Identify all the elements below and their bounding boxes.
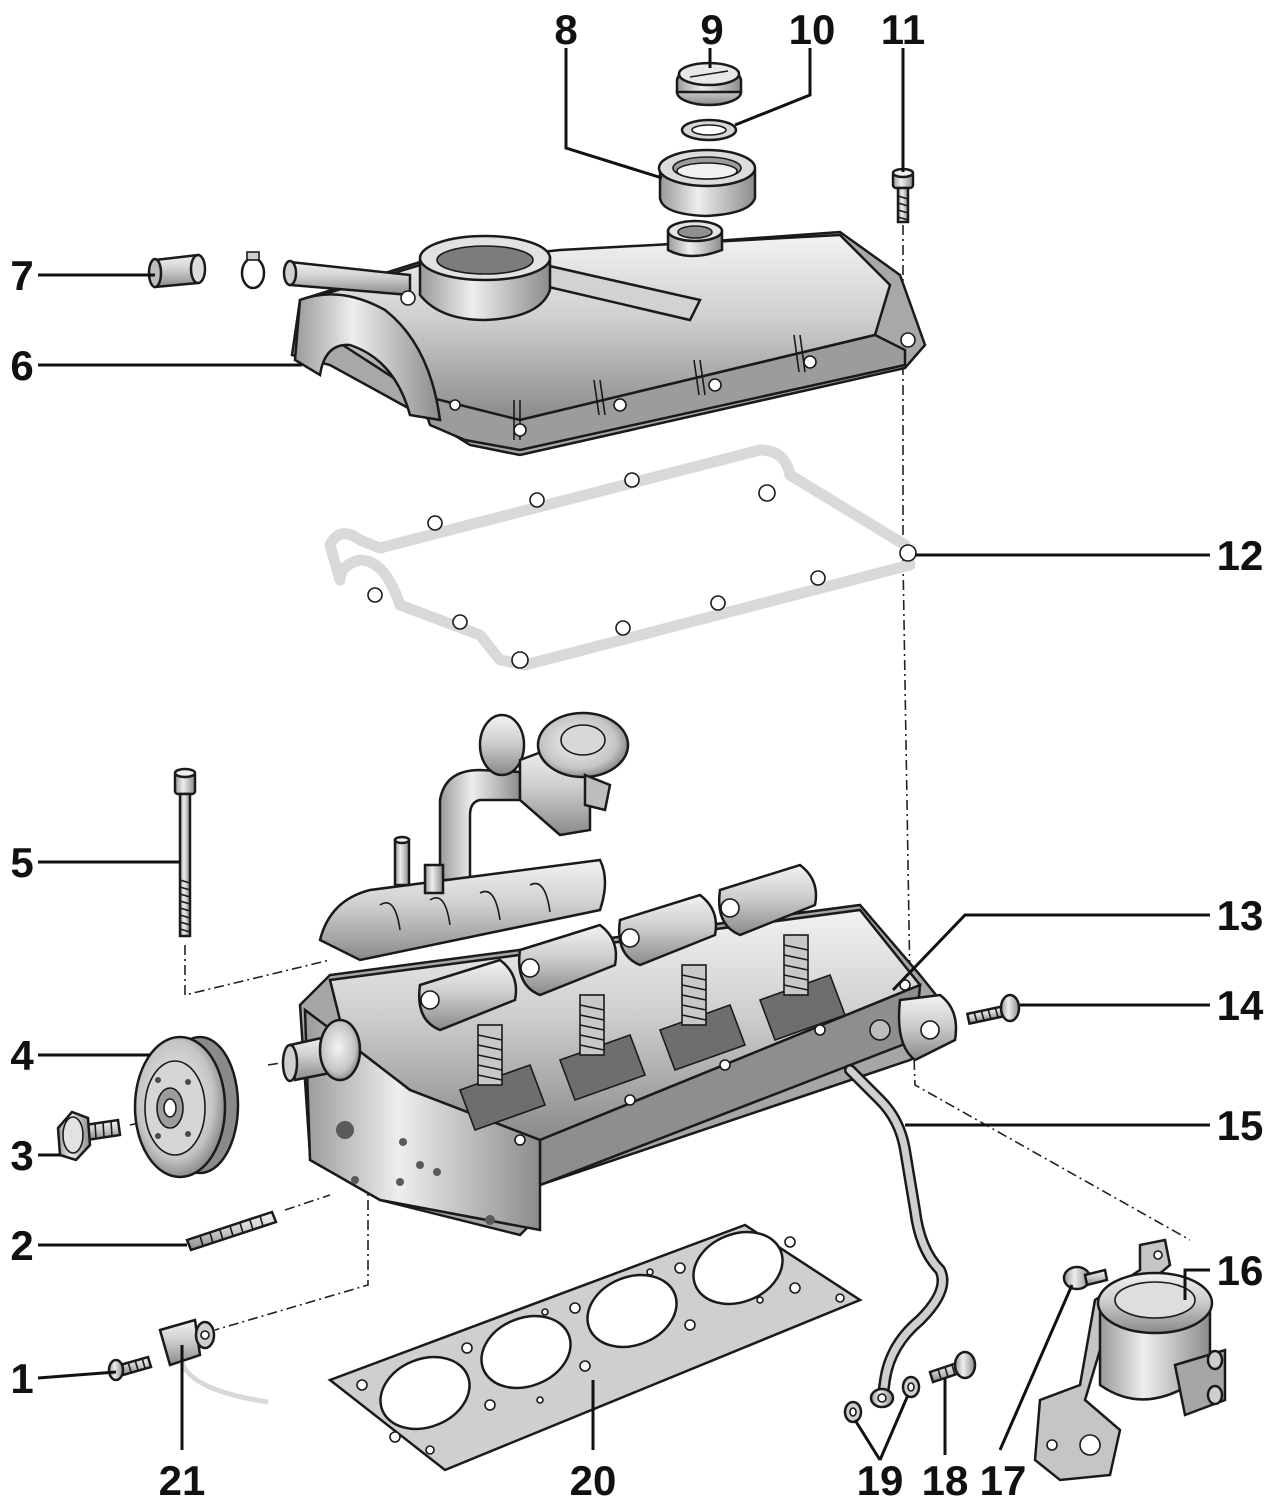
callout-9: 9 [700,6,723,53]
callout-17: 17 [980,1457,1027,1504]
leader-17 [998,1284,1074,1451]
cylinder-head-cover [282,219,927,457]
leader-16 [1183,1268,1210,1300]
callout-20: 20 [570,1457,617,1504]
breather-hose [147,253,207,289]
callout-11: 11 [881,6,925,53]
leader-1 [37,1370,117,1380]
valve-springs [477,934,809,1086]
callout-13: 13 [1217,892,1264,939]
stud-bolt [185,1210,278,1252]
cylinder-head [281,711,958,1237]
banjo-bolt [928,1350,977,1384]
callout-3: 3 [10,1132,33,1179]
callout-21: 21 [159,1457,206,1504]
sealing-washers [843,1375,921,1424]
callout-5: 5 [10,839,33,886]
bracket-bolt [1062,1265,1109,1291]
rear-bolt [965,993,1021,1026]
hose-clamp [240,251,266,290]
leader-13 [891,913,1210,992]
pulley-bolt [56,1110,122,1162]
callout-16: 16 [1217,1247,1264,1294]
filler-seal-ring [680,118,738,142]
callout-19: 19 [857,1457,904,1504]
cylinder-head-bolt [173,767,197,938]
callout-18: 18 [922,1457,969,1504]
callout-12: 12 [1217,532,1264,579]
sensor-with-cable [158,1318,269,1405]
callout-15: 15 [1217,1102,1264,1149]
callout-7: 7 [10,252,33,299]
callout-4: 4 [10,1032,34,1079]
callout-labels: 1 2 3 4 5 6 7 8 9 10 11 12 13 14 15 16 1… [10,6,1264,1504]
oil-return-pipe [844,1064,949,1409]
cylinder-head-gasket [327,1223,863,1472]
callout-1: 1 [10,1355,33,1402]
leader-19 [853,1394,910,1461]
oil-filler-cap [675,61,743,107]
oil-filler-neck [657,148,757,218]
callout-10: 10 [789,6,836,53]
leader-10 [734,48,812,127]
leader-lines [37,48,1210,1461]
sensor-bolt [107,1355,153,1382]
callout-2: 2 [10,1222,33,1269]
callout-8: 8 [554,6,577,53]
cover-bolt [891,167,915,224]
camshaft-pulley [133,1035,240,1179]
leader-8 [564,48,663,180]
callout-6: 6 [10,342,33,389]
cylinder-head-cover-gasket [324,444,917,671]
callout-14: 14 [1217,982,1264,1029]
